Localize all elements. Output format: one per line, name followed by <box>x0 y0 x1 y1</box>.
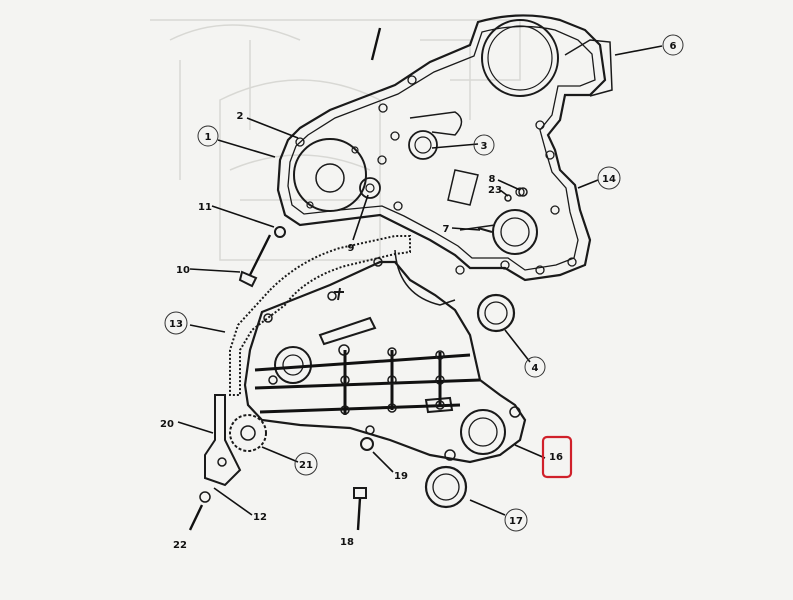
callout-1[interactable]: 1 <box>197 125 219 147</box>
svg-text:8: 8 <box>489 174 496 185</box>
leader-lines <box>177 45 663 516</box>
callout-16[interactable]: 16 <box>549 452 563 463</box>
svg-text:13: 13 <box>169 319 183 330</box>
svg-text:18: 18 <box>340 537 354 548</box>
svg-text:10: 10 <box>176 265 190 276</box>
callout-18[interactable]: 18 <box>340 537 354 548</box>
callout-2[interactable]: 2 <box>237 111 244 122</box>
svg-text:21: 21 <box>299 460 313 471</box>
perimeter-bolt-holes <box>295 75 577 275</box>
svg-text:16: 16 <box>549 452 563 463</box>
callout-21[interactable]: 21 <box>294 452 318 476</box>
svg-text:12: 12 <box>253 512 267 523</box>
svg-text:3: 3 <box>481 141 488 152</box>
callout-3[interactable]: 3 <box>473 134 495 156</box>
callout-4[interactable]: 4 <box>524 356 546 378</box>
callout-23[interactable]: 23 <box>488 185 502 196</box>
timing-case-body <box>276 14 613 282</box>
cover-bolt-holes <box>263 257 521 461</box>
callout-20[interactable]: 20 <box>160 419 174 430</box>
svg-text:14: 14 <box>602 174 616 185</box>
callout-10[interactable]: 10 <box>176 265 190 276</box>
svg-text:4: 4 <box>532 363 539 374</box>
gasket <box>229 235 411 396</box>
loose-parts <box>188 27 528 531</box>
svg-text:17: 17 <box>509 516 523 527</box>
svg-text:19: 19 <box>394 471 408 482</box>
callout-8[interactable]: 8 <box>489 174 496 185</box>
callout-11[interactable]: 11 <box>198 202 212 213</box>
callout-19[interactable]: 19 <box>394 471 408 482</box>
cover-ribs <box>254 350 481 415</box>
callout-12[interactable]: 12 <box>253 512 267 523</box>
svg-text:1: 1 <box>205 132 212 143</box>
callout-9[interactable]: 9 <box>348 243 355 254</box>
callout-labels: 1 2 3 4 6 7 8 9 10 11 <box>160 34 684 551</box>
svg-text:20: 20 <box>160 419 174 430</box>
callout-6[interactable]: 6 <box>662 34 684 56</box>
svg-text:11: 11 <box>198 202 212 213</box>
svg-text:23: 23 <box>488 185 502 196</box>
svg-text:2: 2 <box>237 111 244 122</box>
callout-7[interactable]: 7 <box>443 224 450 235</box>
callout-17[interactable]: 17 <box>504 508 528 532</box>
callout-13[interactable]: 13 <box>164 311 188 335</box>
callout-22[interactable]: 22 <box>173 540 187 551</box>
svg-text:6: 6 <box>670 41 677 52</box>
svg-text:22: 22 <box>173 540 187 551</box>
highlight-box-16 <box>541 435 573 479</box>
front-cover-plate <box>243 249 527 464</box>
svg-text:7: 7 <box>443 224 450 235</box>
svg-text:9: 9 <box>348 243 355 254</box>
callout-14[interactable]: 14 <box>597 166 621 190</box>
